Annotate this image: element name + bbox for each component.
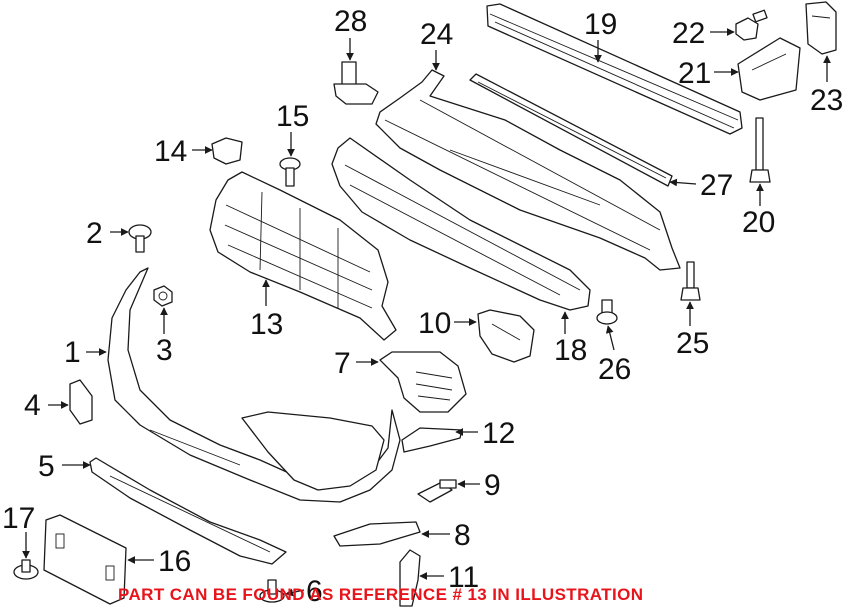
callout-3: 3 — [156, 334, 173, 367]
callout-2: 2 — [86, 217, 103, 250]
part-9-pin — [417, 479, 457, 503]
callout-labels: 1 2 3 4 5 6 7 8 9 10 11 12 13 14 15 16 1… — [2, 5, 843, 608]
part-16-license-bracket — [43, 514, 127, 605]
part-20-long-bolt — [749, 117, 771, 183]
part-1-bumper-cover — [107, 267, 401, 503]
part-2-bolt — [128, 224, 152, 253]
callout-20: 20 — [742, 206, 775, 239]
callout-7: 7 — [334, 347, 351, 380]
part-21-mount-bracket — [737, 37, 801, 101]
callout-11: 11 — [448, 561, 479, 594]
callout-27: 27 — [700, 169, 733, 202]
part-23-side-bracket — [805, 1, 837, 55]
callout-23: 23 — [810, 84, 843, 117]
part-19-reinforcement-bar — [486, 3, 743, 135]
callout-22: 22 — [672, 17, 705, 50]
part-10-air-duct — [477, 309, 535, 363]
callout-18: 18 — [554, 334, 587, 367]
callout-9: 9 — [484, 469, 501, 502]
part-15-push-clip — [279, 157, 301, 187]
part-22-bolt — [735, 9, 768, 41]
part-5-lower-trim — [89, 457, 287, 565]
leader-6 — [285, 588, 305, 597]
callout-24: 24 — [420, 18, 453, 51]
callout-8: 8 — [454, 519, 471, 552]
callout-10: 10 — [418, 307, 451, 340]
part-12-guide — [401, 427, 463, 453]
part-26-clip — [596, 299, 618, 325]
callout-25: 25 — [676, 327, 709, 360]
callout-13: 13 — [250, 308, 283, 341]
part-4-bracket — [69, 379, 93, 425]
callout-12: 12 — [482, 417, 515, 450]
part-24-bumper-carrier — [375, 69, 681, 271]
callout-17: 17 — [2, 502, 35, 535]
part-17-screw — [13, 559, 39, 580]
callout-14: 14 — [154, 135, 187, 168]
part-11-bracket — [399, 549, 421, 607]
callout-19: 19 — [584, 8, 617, 41]
leader-lines — [22, 28, 831, 597]
part-28-sensor — [333, 61, 379, 105]
parts-drawing — [13, 1, 837, 607]
part-27-absorber-strip — [469, 73, 673, 187]
part-6-clip — [259, 579, 285, 603]
part-8-cover-cap — [333, 521, 421, 547]
callout-26: 26 — [598, 353, 631, 386]
callout-4: 4 — [24, 389, 41, 422]
part-18-energy-absorber — [331, 137, 591, 311]
callout-6: 6 — [306, 575, 323, 608]
part-7-fog-bezel — [379, 351, 467, 413]
callout-1: 1 — [64, 336, 81, 369]
part-13-grille — [209, 171, 397, 341]
leader-27 — [669, 178, 697, 187]
callout-28: 28 — [334, 5, 367, 38]
callout-16: 16 — [158, 545, 191, 578]
reference-note: PART CAN BE FOUND AS REFERENCE # 13 IN I… — [118, 585, 643, 604]
part-25-bolt — [680, 261, 701, 301]
callout-5: 5 — [38, 450, 55, 483]
callout-15: 15 — [276, 100, 309, 133]
callout-21: 21 — [678, 57, 711, 90]
part-14-small-bracket — [211, 137, 243, 165]
part-3-nut — [153, 285, 173, 307]
leader-26 — [605, 325, 615, 351]
